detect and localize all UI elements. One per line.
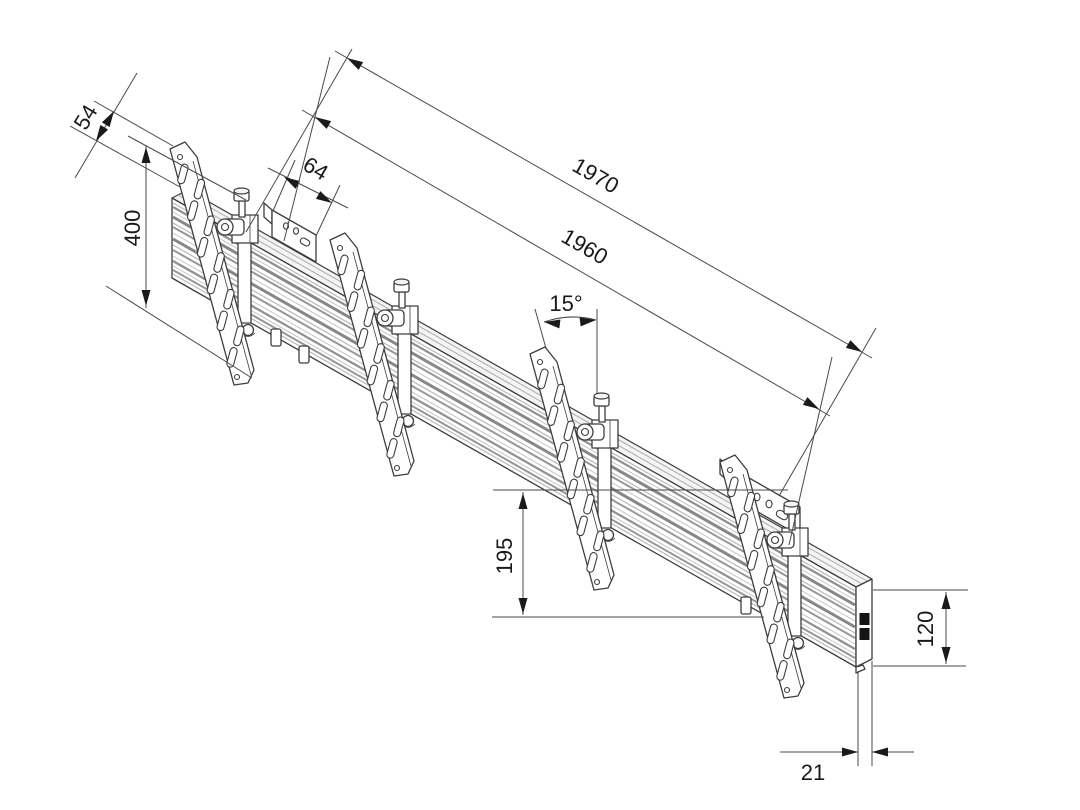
dimension-120: 120 xyxy=(873,589,968,667)
rail-front xyxy=(171,197,873,674)
arrowhead xyxy=(315,191,332,203)
extension-line xyxy=(283,56,331,242)
dimension-line xyxy=(301,109,831,417)
arrowhead xyxy=(802,397,819,409)
wall-plate-b-lower-tab xyxy=(740,596,752,615)
end-cap-label-mark xyxy=(859,628,870,640)
arrowhead xyxy=(315,117,332,129)
dimension-21: 21 xyxy=(780,661,914,785)
dimension-line xyxy=(74,72,138,179)
dim-label-tilt-angle: 15° xyxy=(549,291,582,316)
arrowhead xyxy=(518,598,528,614)
wall-plate-a-body xyxy=(271,209,317,263)
arrowhead xyxy=(284,177,301,189)
arrowhead xyxy=(141,290,151,306)
arrowhead xyxy=(941,593,951,609)
arrowhead xyxy=(347,58,364,70)
extension-line xyxy=(778,327,877,497)
extension-line xyxy=(272,159,296,212)
rail-grooves xyxy=(172,202,856,663)
wall-plate-a xyxy=(263,202,317,263)
extension-line xyxy=(105,285,253,379)
arrowhead xyxy=(842,747,858,757)
dimension-54: 54 xyxy=(69,72,181,188)
rail-end-cap-notch xyxy=(855,664,866,674)
arrowhead xyxy=(96,124,109,141)
rail-top-face xyxy=(171,189,873,588)
extension-line xyxy=(788,356,833,546)
arrowhead xyxy=(845,340,862,352)
wall-plate-a-lower-tab xyxy=(298,345,310,364)
extension-line xyxy=(245,48,353,233)
extension-line xyxy=(93,100,174,147)
extension-line xyxy=(127,135,247,201)
wall-plate-a-lower-tab xyxy=(270,328,282,347)
arrowhead xyxy=(941,647,951,663)
dim-label-bracket-top-offset: 54 xyxy=(69,100,103,134)
arrowhead xyxy=(101,111,114,128)
dimension-400: 400 xyxy=(105,135,253,379)
rail-top-groove xyxy=(182,191,868,582)
dimension-15deg: 15° xyxy=(543,291,597,329)
arrowhead xyxy=(579,317,596,327)
dim-label-rail-profile-height: 120 xyxy=(913,611,938,648)
dim-label-wall-plate-width: 64 xyxy=(299,152,333,186)
wall-plate-b-hole xyxy=(765,499,773,509)
dim-label-rail-profile-depth: 21 xyxy=(801,760,825,785)
arrowhead xyxy=(141,147,151,163)
arrowhead xyxy=(518,493,528,509)
angle-arc xyxy=(543,316,597,323)
arrowhead xyxy=(872,747,888,757)
extension-line xyxy=(315,184,341,237)
wall-plate-a-slot xyxy=(299,237,311,247)
extension-line xyxy=(69,125,181,188)
dim-label-overall-length: 1970 xyxy=(568,152,623,198)
wall-plate-a-hole xyxy=(292,227,300,235)
rail xyxy=(171,189,873,588)
end-cap-label-mark xyxy=(859,613,870,625)
dim-label-bracket-drop: 195 xyxy=(492,538,517,575)
dimension-line xyxy=(267,167,349,209)
wall-plate-a-tab xyxy=(263,202,273,225)
dim-label-bracket-height: 400 xyxy=(120,210,145,247)
rail-end-cap xyxy=(855,578,873,674)
dimension-line xyxy=(334,50,873,359)
arrowhead xyxy=(544,319,561,329)
dimension-195: 195 xyxy=(492,489,788,618)
